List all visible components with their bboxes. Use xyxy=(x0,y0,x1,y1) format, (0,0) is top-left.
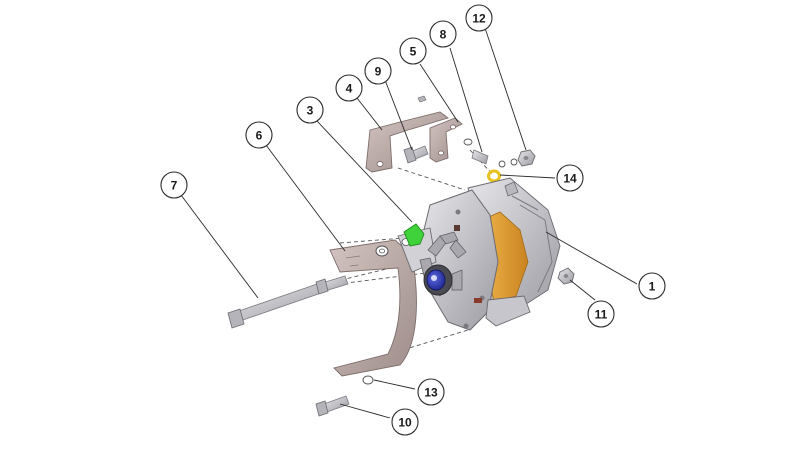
callout-12: 12 xyxy=(465,4,493,32)
bracket-washer xyxy=(375,245,389,257)
callout-label: 11 xyxy=(595,308,608,322)
callout-14: 14 xyxy=(556,164,584,192)
small-washers xyxy=(498,158,518,168)
callout-label: 8 xyxy=(440,28,447,42)
callout-7: 7 xyxy=(160,171,188,199)
callout-13: 13 xyxy=(417,378,445,406)
callout-6: 6 xyxy=(245,121,273,149)
callout-4: 4 xyxy=(335,74,363,102)
callout-label: 5 xyxy=(410,45,417,59)
callout-5: 5 xyxy=(399,37,427,65)
callout-label: 13 xyxy=(424,386,438,400)
callout-label: 10 xyxy=(398,416,412,430)
callout-9: 9 xyxy=(364,57,392,85)
lower-bolt xyxy=(315,395,350,417)
callout-8: 8 xyxy=(429,20,457,48)
callout-label: 12 xyxy=(472,12,486,26)
long-bolt xyxy=(227,282,325,329)
leader-lines xyxy=(180,27,638,419)
highlighted-spacer xyxy=(403,223,425,247)
lower-washer xyxy=(362,375,374,385)
short-bolt xyxy=(315,275,349,295)
pivot-bolt xyxy=(463,138,489,165)
callout-label: 3 xyxy=(307,104,314,118)
callout-label: 9 xyxy=(375,65,382,79)
alternator xyxy=(397,177,561,331)
hex-nut xyxy=(517,149,536,167)
lock-washer xyxy=(487,169,501,183)
callout-1: 1 xyxy=(638,272,666,300)
bracket-bolt xyxy=(403,145,429,164)
callout-label: 7 xyxy=(171,179,178,193)
small-pin xyxy=(417,95,427,103)
adjusting-bracket xyxy=(329,239,417,377)
callout-label: 4 xyxy=(346,82,353,96)
callout-label: 1 xyxy=(649,280,656,294)
small-bracket xyxy=(429,117,463,163)
callout-label: 14 xyxy=(563,172,577,186)
mounting-bracket xyxy=(365,111,449,173)
callout-11: 11 xyxy=(587,300,615,328)
callout-label: 6 xyxy=(256,129,263,143)
callout-3: 3 xyxy=(296,96,324,124)
callout-10: 10 xyxy=(391,408,419,436)
